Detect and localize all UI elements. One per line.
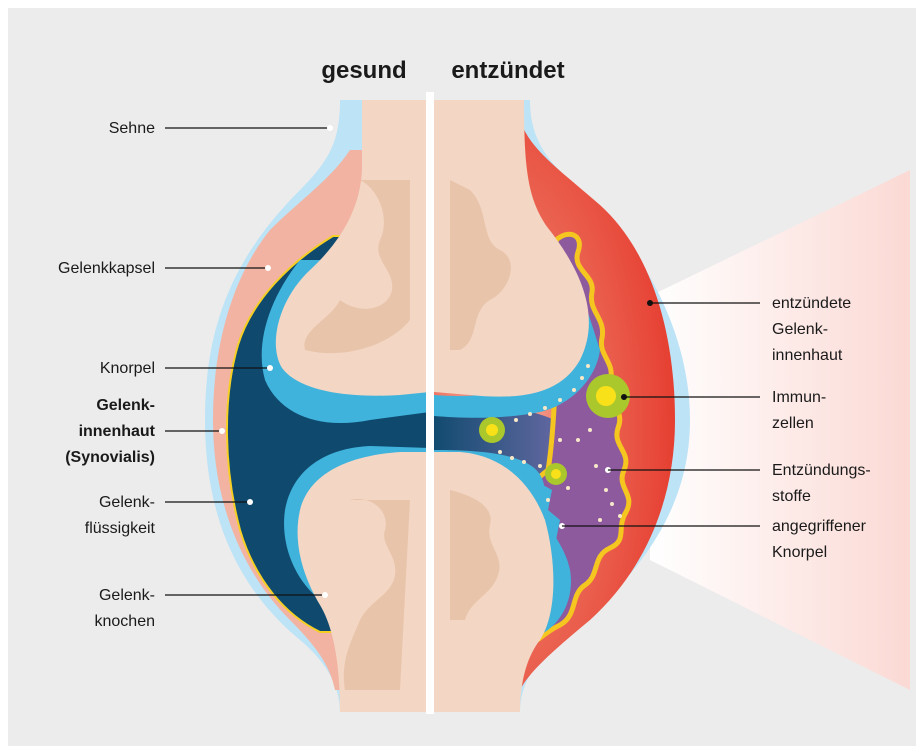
marker-fluid [247, 499, 253, 505]
header-healthy: gesund [321, 57, 406, 84]
label-bone-2: knochen [95, 613, 156, 630]
label-synovium-3: (Synovialis) [65, 449, 155, 466]
label-inflamed-synovium-2: Gelenk- [772, 321, 828, 338]
marker-joint-capsule [265, 265, 271, 271]
center-divider [426, 92, 434, 714]
marker-synovium [219, 428, 225, 434]
header-inflamed: entzündet [451, 57, 564, 84]
label-fluid-2: flüssigkeit [85, 520, 156, 537]
immune-cell-small [545, 463, 567, 485]
label-tendon: Sehne [109, 120, 155, 137]
marker-bone [322, 592, 328, 598]
label-fluid-1: Gelenk- [99, 494, 155, 511]
marker-cartilage [267, 365, 273, 371]
label-inflamed-synovium-3: innenhaut [772, 347, 843, 364]
immune-cell-left [479, 417, 505, 443]
label-synovium-2: innenhaut [79, 423, 156, 440]
label-bone-1: Gelenk- [99, 587, 155, 604]
label-substances-2: stoffe [772, 488, 811, 505]
label-joint-capsule: Gelenkkapsel [58, 260, 155, 277]
label-synovium-1: Gelenk- [96, 397, 155, 414]
label-attacked-cartilage-2: Knorpel [772, 544, 827, 561]
label-immune-cells-2: zellen [772, 415, 814, 432]
label-cartilage: Knorpel [100, 360, 155, 377]
label-attacked-cartilage-1: angegriffener [772, 518, 867, 535]
label-inflamed-synovium-1: entzündete [772, 295, 851, 312]
label-substances-1: Entzündungs- [772, 462, 871, 479]
marker-tendon [327, 125, 333, 131]
label-immune-cells-1: Immun- [772, 389, 826, 406]
